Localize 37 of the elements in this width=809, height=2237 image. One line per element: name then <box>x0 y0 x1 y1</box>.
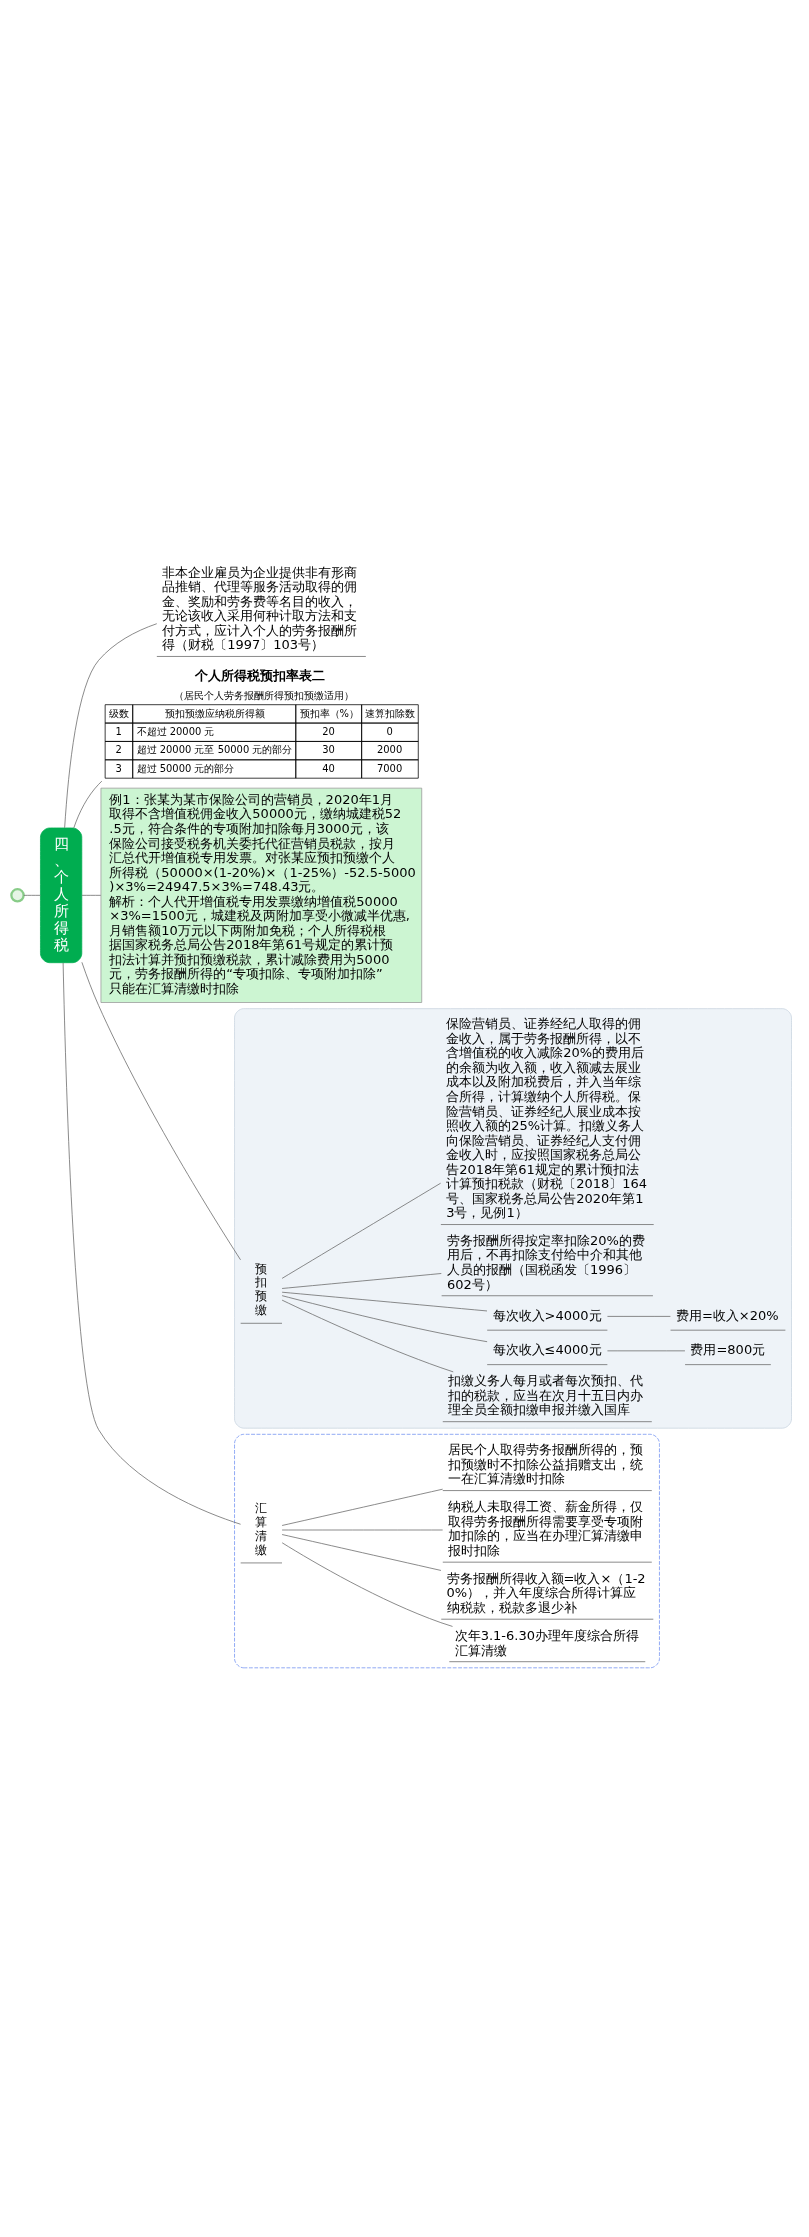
node-text: 汇算清缴 <box>255 1501 268 1557</box>
connector <box>73 780 103 829</box>
node-text: 保险营销员、证券经纪人取得的佣金收入，属于劳务报酬所得，以不含增值税的收入减除20%的费用后的余额为收入额，收入额减去展业成本以及附加税费后，并入当年综合所得，计算缴纳个人所得税。保险营销员、证券经纪人展业成本按照收入额的25%计算。扣缴义务人向保险营销员、证券经纪人支付佣金收入时，应按照国家税务总局公告2018年第61规定的累计预扣法计算预扣税款（财税〔2018〕164号、国家税务总局公告2020年第13号，见例1） <box>446 1016 648 1221</box>
connector <box>62 962 241 1525</box>
node-circle <box>10 888 25 903</box>
connector <box>281 1299 454 1373</box>
node-text: 每次收入>4000元 <box>492 1307 602 1323</box>
connector <box>607 1316 671 1317</box>
connector <box>281 1295 488 1343</box>
node-text: 非本企业雇员为企业提供非有形商品推销、代理等服务活动取得的佣金、奖励和劳务费等名目的收入，无论该收入采用何种计取方法和支付方式，应计入个人的劳务报酬所得（财税〔1997〕103号） <box>162 564 358 653</box>
node-box: 例1：张某为某市保险公司的营销员，2020年1月取得不含增值税佣金收入50000元，缴纳城建税52.5元，符合条件的专项附加扣除每月3000元，该保险公司接受税务机关委托代征营销员税款，按月汇总代开增值税专用发票。对张某应预扣预缴个人所得税（50000×(1-20%)×（1-25%）-52.5-5000)×3%=24947.5×3%=748.43元。 解析：个人代开增值税专用发票缴纳增值税50000×3%=1500元，城建税及两附加享受小微减半优惠,月销售额10万元以下两附加免税；个人所得税根据国家税务总局公告2018年第61号规定的累计预扣法计算并预扣预缴税款，累计减除费用为5000元，劳务报酬所得的“专项扣除、专项附加扣除”只能在汇算清缴时扣除 <box>100 787 423 1003</box>
node-text: 劳务报酬所得收入额=收入×（1-20%），并入年度综合所得计算应纳税款，税款多退少补 <box>446 1570 646 1615</box>
connector <box>607 1350 686 1352</box>
node-text: 扣缴义务人每月或者每次预扣、代扣的税款，应当在次月十五日内办理全员全额扣缴申报并缴入国库 <box>448 1373 644 1418</box>
connector <box>281 1488 444 1526</box>
node-box: 四、个人所得税 <box>40 827 83 964</box>
connector <box>81 961 241 1261</box>
connector <box>81 894 102 896</box>
connector <box>281 1182 441 1279</box>
node-text: 费用=800元 <box>690 1342 766 1357</box>
connector <box>281 1534 442 1571</box>
node-text: 居民个人取得劳务报酬所得的，预扣预缴时不扣除公益捐赠支出，统一在汇算清缴时扣除 <box>448 1442 644 1487</box>
node-label: 个人所得税预扣率表二 <box>195 667 326 683</box>
node-text: 劳务报酬所得按定率扣除20%的费用后，不再扣除支付给中介和其他人员的报酬（国税函发〔1996〕 602号） <box>446 1232 645 1292</box>
node-text: 次年3.1-6.30办理年度综合所得汇算清缴 <box>454 1627 639 1658</box>
cluster <box>234 1008 792 1429</box>
connector <box>281 1291 488 1312</box>
node-text: 纳税人未取得工资、薪金所得，仅取得劳务报酬所得需要享受专项附加扣除的，应当在办理汇算清缴申报时扣除 <box>448 1499 644 1558</box>
node-text: 费用=收入×20% <box>675 1307 779 1323</box>
node-text: 每次收入≤4000元 <box>492 1342 602 1357</box>
connector <box>281 1273 442 1289</box>
node-text: 预扣预缴 <box>255 1261 268 1317</box>
connector <box>281 1542 453 1627</box>
connector <box>64 623 158 829</box>
node-label: （居民个人劳务报酬所得预扣预缴适用） <box>173 689 354 701</box>
connector <box>23 894 41 896</box>
cluster <box>234 1433 660 1669</box>
